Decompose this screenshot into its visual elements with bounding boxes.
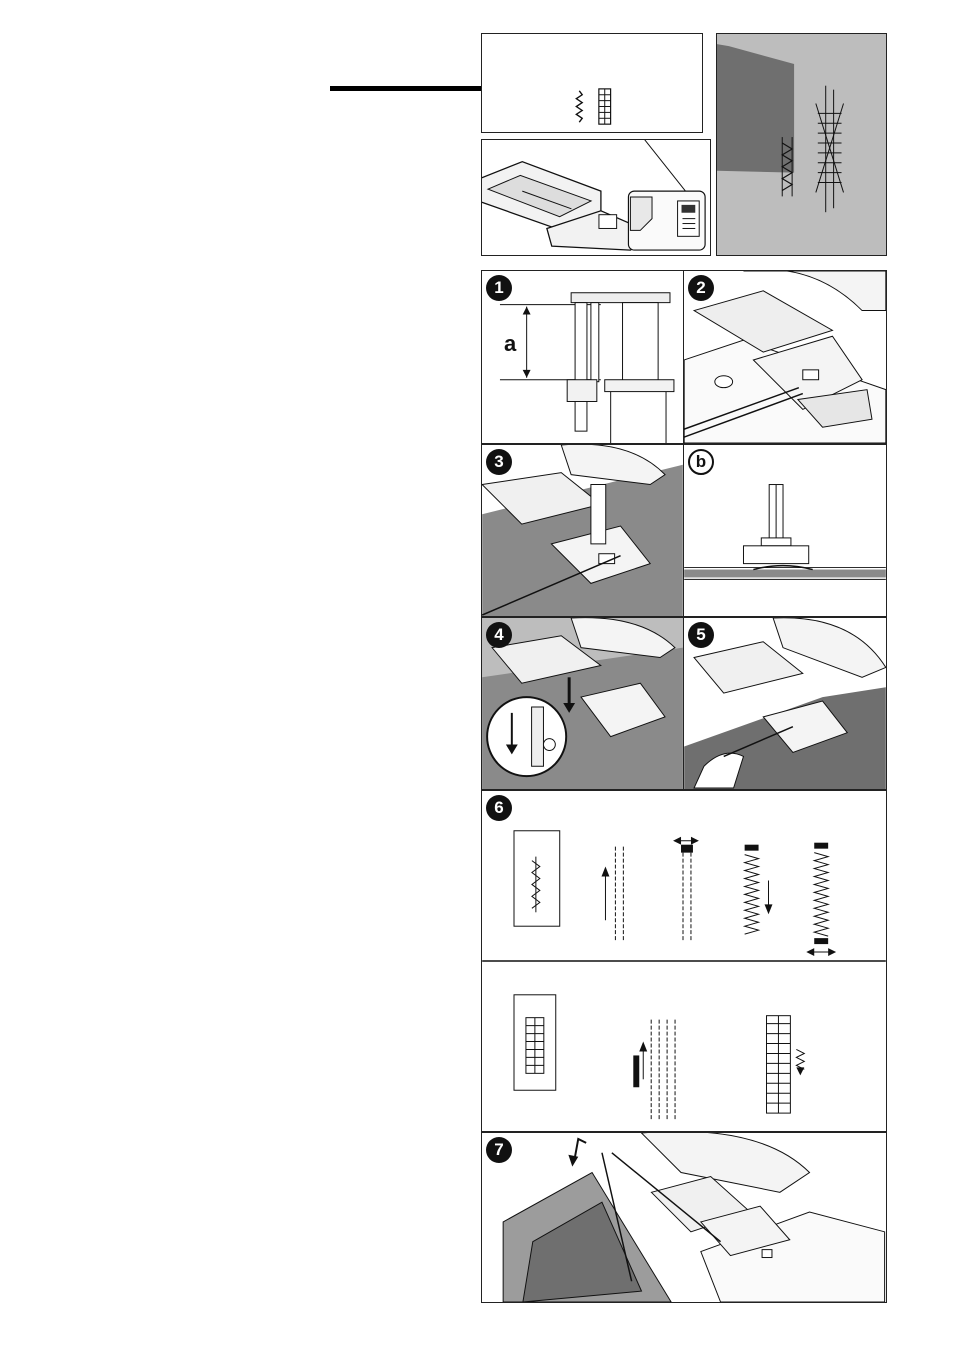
- step-3-badge: 3: [486, 449, 512, 475]
- step-7-badge: 7: [486, 1137, 512, 1163]
- fabric-stitch-sample: [716, 33, 887, 256]
- lcd-screen-inset: [481, 33, 703, 133]
- section-heading-rule: [330, 86, 482, 91]
- step-b-panel: b: [683, 444, 887, 617]
- step-2-badge: 2: [688, 275, 714, 301]
- step-5-panel: 5: [683, 617, 887, 790]
- step-6-panel: 6: [481, 790, 887, 1132]
- step-3-panel: 3: [481, 444, 684, 617]
- step-4-badge: 4: [486, 622, 512, 648]
- step-6-badge: 6: [486, 795, 512, 821]
- step-1-panel: 1 a: [481, 270, 684, 444]
- stitch-pattern-icon: [514, 831, 560, 926]
- step-4-panel: 4: [481, 617, 684, 790]
- buttonhole-foot-overview: [481, 139, 711, 256]
- step-7-panel: 7: [481, 1132, 887, 1303]
- detail-b-badge: b: [688, 449, 714, 475]
- step-1-badge: 1: [486, 275, 512, 301]
- dimension-label-a: a: [504, 331, 516, 357]
- buttonhole-stitch-display: [482, 34, 702, 132]
- step-2-panel: 2: [683, 270, 887, 444]
- step-5-badge: 5: [688, 622, 714, 648]
